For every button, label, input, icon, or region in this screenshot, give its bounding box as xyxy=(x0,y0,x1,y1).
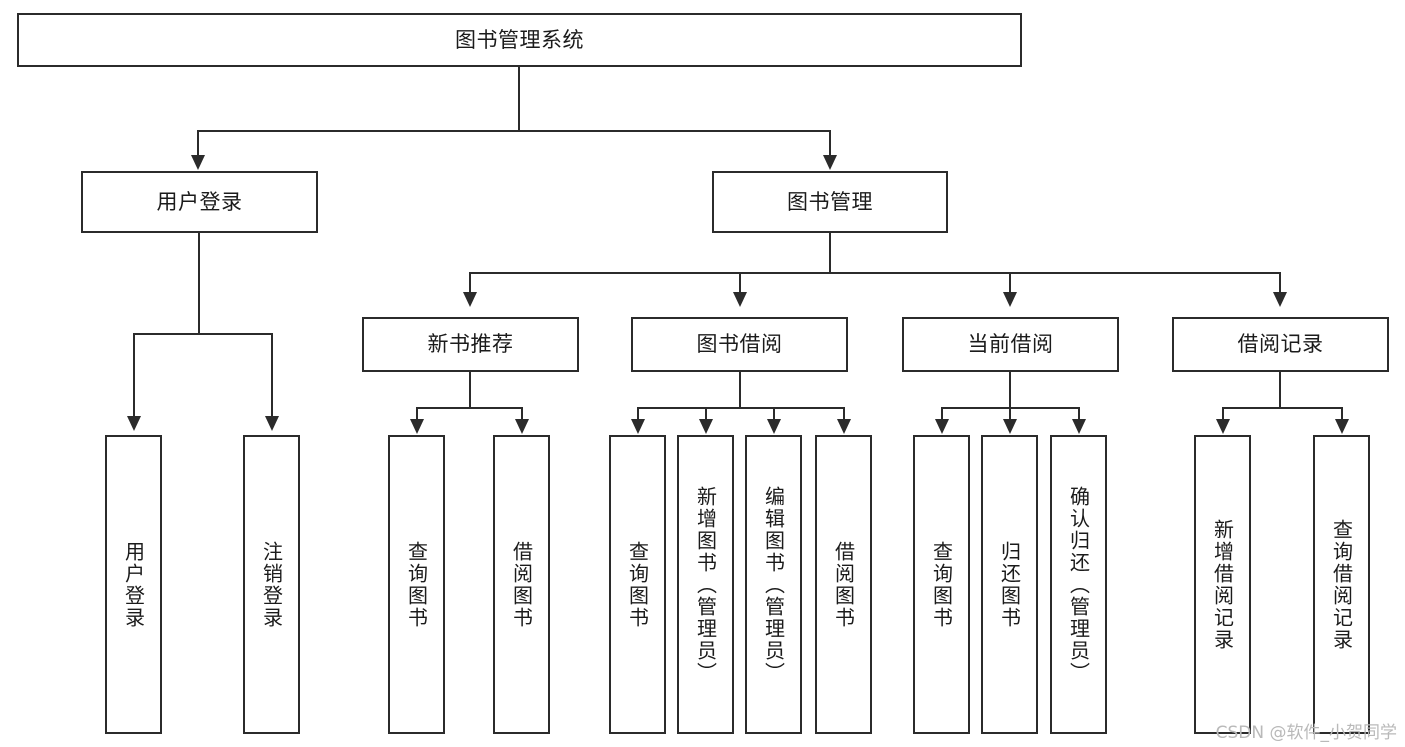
node-book-borrow[interactable]: 图书借阅 xyxy=(631,317,848,372)
edge-cb-to-leaf-3 xyxy=(1078,407,1080,421)
arrow-nbr-to-leaf-1 xyxy=(410,419,424,434)
edge-br-bus xyxy=(1222,407,1341,409)
node-user-login[interactable]: 用户登录 xyxy=(81,171,318,233)
edge-bb-to-leaf-2 xyxy=(705,407,707,421)
arrow-user-login-to-leaf-2 xyxy=(265,416,279,431)
edge-bb-stem xyxy=(739,372,741,408)
arrow-bb-to-leaf-3 xyxy=(767,419,781,434)
edge-br-stem xyxy=(1279,372,1281,408)
edge-bm-to-borrow-record xyxy=(1279,272,1281,294)
edge-br-to-leaf-2 xyxy=(1341,407,1343,421)
arrow-cb-to-leaf-3 xyxy=(1072,419,1086,434)
arrow-root-to-user-login xyxy=(191,155,205,170)
leaf-add-book[interactable]: 新增图书（管理员） xyxy=(677,435,734,734)
node-book-management-label: 图书管理 xyxy=(787,189,873,214)
edge-bb-bus xyxy=(637,407,845,409)
leaf-edit-book-label: 编辑图书（管理员） xyxy=(761,485,786,684)
leaf-borrow-book-2[interactable]: 借阅图书 xyxy=(815,435,872,734)
leaf-return-book[interactable]: 归还图书 xyxy=(981,435,1038,734)
arrow-bb-to-leaf-2 xyxy=(699,419,713,434)
node-current-borrow[interactable]: 当前借阅 xyxy=(902,317,1119,372)
leaf-query-book-2[interactable]: 查询图书 xyxy=(609,435,666,734)
leaf-confirm-return-label: 确认归还（管理员） xyxy=(1066,485,1091,684)
arrow-br-to-leaf-2 xyxy=(1335,419,1349,434)
arrow-bb-to-leaf-1 xyxy=(631,419,645,434)
edge-user-login-stem xyxy=(198,233,200,334)
edge-root-to-book-management xyxy=(829,130,831,157)
edge-root-bus xyxy=(197,130,831,132)
edge-bb-to-leaf-1 xyxy=(637,407,639,421)
leaf-query-book-1-label: 查询图书 xyxy=(404,540,429,629)
node-user-login-label: 用户登录 xyxy=(156,189,243,214)
leaf-return-book-label: 归还图书 xyxy=(997,540,1022,629)
edge-user-login-bus xyxy=(133,333,272,335)
edge-book-management-stem xyxy=(829,233,831,273)
leaf-query-book-1[interactable]: 查询图书 xyxy=(388,435,445,734)
node-borrow-record[interactable]: 借阅记录 xyxy=(1172,317,1389,372)
edge-bb-to-leaf-3 xyxy=(773,407,775,421)
leaf-user-logout-label: 注销登录 xyxy=(259,540,284,629)
edge-root-stem xyxy=(518,67,520,131)
leaf-query-borrow-record-label: 查询借阅记录 xyxy=(1329,518,1354,651)
edge-user-login-to-leaf-2 xyxy=(271,333,273,418)
leaf-user-logout[interactable]: 注销登录 xyxy=(243,435,300,734)
node-root-label: 图书管理系统 xyxy=(455,27,584,52)
edge-nbr-bus xyxy=(416,407,523,409)
edge-user-login-to-leaf-1 xyxy=(133,333,135,418)
leaf-edit-book[interactable]: 编辑图书（管理员） xyxy=(745,435,802,734)
leaf-query-book-2-label: 查询图书 xyxy=(625,540,650,629)
leaf-query-book-3[interactable]: 查询图书 xyxy=(913,435,970,734)
node-new-book-recommend[interactable]: 新书推荐 xyxy=(362,317,579,372)
leaf-add-borrow-record-label: 新增借阅记录 xyxy=(1210,518,1235,651)
edge-nbr-stem xyxy=(469,372,471,408)
leaf-confirm-return[interactable]: 确认归还（管理员） xyxy=(1050,435,1107,734)
arrow-bm-to-book-borrow xyxy=(733,292,747,307)
leaf-borrow-book-1-label: 借阅图书 xyxy=(509,540,534,629)
edge-nbr-to-leaf-2 xyxy=(521,407,523,421)
node-book-borrow-label: 图书借阅 xyxy=(696,332,783,357)
leaf-query-borrow-record[interactable]: 查询借阅记录 xyxy=(1313,435,1370,734)
arrow-bm-to-borrow-record xyxy=(1273,292,1287,307)
leaf-borrow-book-2-label: 借阅图书 xyxy=(831,540,856,629)
node-borrow-record-label: 借阅记录 xyxy=(1237,332,1324,357)
arrow-user-login-to-leaf-1 xyxy=(127,416,141,431)
leaf-add-book-label: 新增图书（管理员） xyxy=(693,485,718,684)
arrow-bm-to-new-book-recommend xyxy=(463,292,477,307)
leaf-borrow-book-1[interactable]: 借阅图书 xyxy=(493,435,550,734)
arrow-root-to-book-management xyxy=(823,155,837,170)
leaf-add-borrow-record[interactable]: 新增借阅记录 xyxy=(1194,435,1251,734)
arrow-bm-to-current-borrow xyxy=(1003,292,1017,307)
edge-br-to-leaf-1 xyxy=(1222,407,1224,421)
node-root[interactable]: 图书管理系统 xyxy=(17,13,1022,67)
edge-bm-to-current-borrow xyxy=(1009,272,1011,294)
leaf-user-login-label: 用户登录 xyxy=(121,540,146,629)
edge-cb-to-leaf-2 xyxy=(1009,407,1011,421)
edge-cb-stem xyxy=(1009,372,1011,408)
edge-bm-to-new-book-recommend xyxy=(469,272,471,294)
node-book-management[interactable]: 图书管理 xyxy=(712,171,948,233)
arrow-bb-to-leaf-4 xyxy=(837,419,851,434)
edge-root-to-user-login xyxy=(197,130,199,157)
leaf-query-book-3-label: 查询图书 xyxy=(929,540,954,629)
edge-nbr-to-leaf-1 xyxy=(416,407,418,421)
edge-bm-to-book-borrow xyxy=(739,272,741,294)
node-current-borrow-label: 当前借阅 xyxy=(967,332,1054,357)
leaf-user-login[interactable]: 用户登录 xyxy=(105,435,162,734)
arrow-cb-to-leaf-1 xyxy=(935,419,949,434)
edge-book-management-bus xyxy=(469,272,1281,274)
edge-bb-to-leaf-4 xyxy=(843,407,845,421)
arrow-nbr-to-leaf-2 xyxy=(515,419,529,434)
arrow-br-to-leaf-1 xyxy=(1216,419,1230,434)
edge-cb-to-leaf-1 xyxy=(941,407,943,421)
arrow-cb-to-leaf-2 xyxy=(1003,419,1017,434)
node-new-book-recommend-label: 新书推荐 xyxy=(427,332,514,357)
